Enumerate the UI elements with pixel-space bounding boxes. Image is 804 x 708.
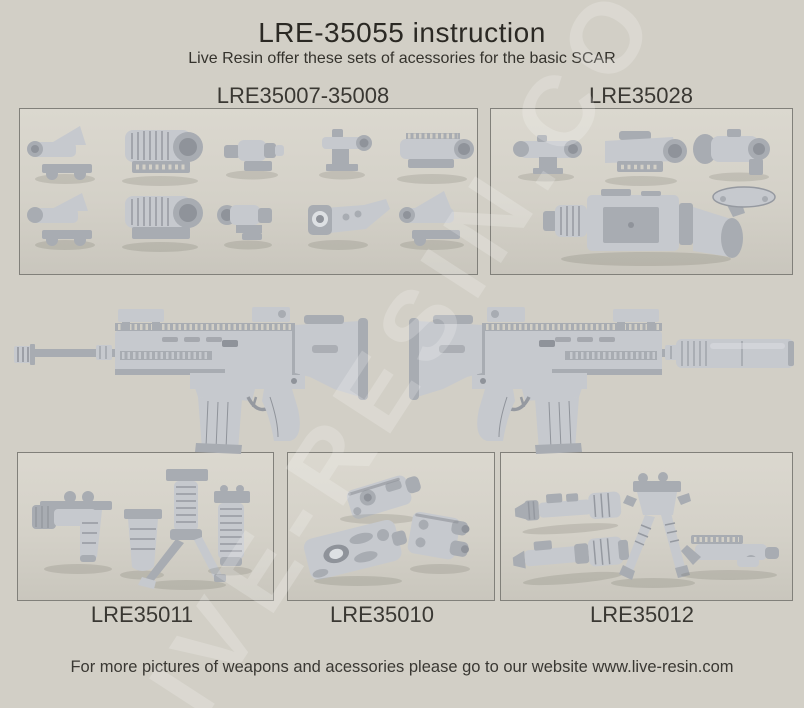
scar-rifle-left — [14, 307, 368, 454]
optics-panel-render — [27, 126, 474, 252]
optics-panel — [19, 108, 478, 275]
night-vision-panel-render — [513, 129, 776, 266]
folded-bipod-render — [681, 535, 779, 580]
bipod-panel-label: LRE35012 — [590, 602, 694, 627]
acog-scope-side-render — [399, 191, 464, 250]
weapon-flashlight-render — [514, 491, 622, 535]
laser-illuminator-render — [512, 536, 630, 586]
lasers-panel-render — [303, 475, 470, 586]
pvs14-monocular-render — [693, 129, 770, 182]
dbal-laser-render — [407, 511, 470, 560]
compact-scope-with-mount-render — [319, 129, 372, 180]
an-peq-2-laser-render — [303, 519, 407, 580]
an-peq-15-laser-render — [346, 475, 421, 519]
grips-panel-label: LRE35011 — [90, 602, 194, 627]
acog-scope-rear-render — [27, 193, 95, 250]
aimpoint-red-dot-render — [513, 135, 582, 182]
acog-scope-render — [27, 126, 95, 184]
page-title: LRE-35055 instruction — [258, 17, 546, 48]
grip-pod-deployed-render — [138, 469, 226, 590]
elcan-specter-scope-rear-render — [122, 196, 203, 252]
page-subtitle: Live Resin offer these sets of acessorie… — [188, 50, 616, 67]
3x-magnifier-render — [224, 140, 284, 180]
night-vision-panel-label: LRE35028 — [589, 83, 693, 108]
3x-magnifier-on-mount-render — [217, 205, 272, 250]
tactical-rail-scope-render — [397, 133, 474, 184]
coil-foregrip-render — [208, 485, 252, 576]
grips-panel-render — [32, 469, 252, 590]
eotech-holographic-sight-render — [308, 199, 390, 250]
footer-text: For more pictures of weapons and acessor… — [70, 658, 734, 676]
night-vision-weapon-sight-render — [543, 186, 776, 266]
optics-panel-label: LRE35007-35008 — [216, 83, 390, 108]
harris-bipod-render — [611, 472, 695, 588]
elcan-specter-scope-render — [122, 130, 203, 186]
bipod-panel-render — [512, 472, 779, 588]
suppressor-render — [676, 339, 794, 368]
rifles-render — [0, 285, 794, 460]
flashlight-foregrip-render — [32, 491, 112, 574]
lasers-panel-label: LRE35010 — [330, 602, 434, 627]
scar-rifle-right — [409, 307, 763, 454]
acog-nv-scope-render — [605, 131, 687, 186]
